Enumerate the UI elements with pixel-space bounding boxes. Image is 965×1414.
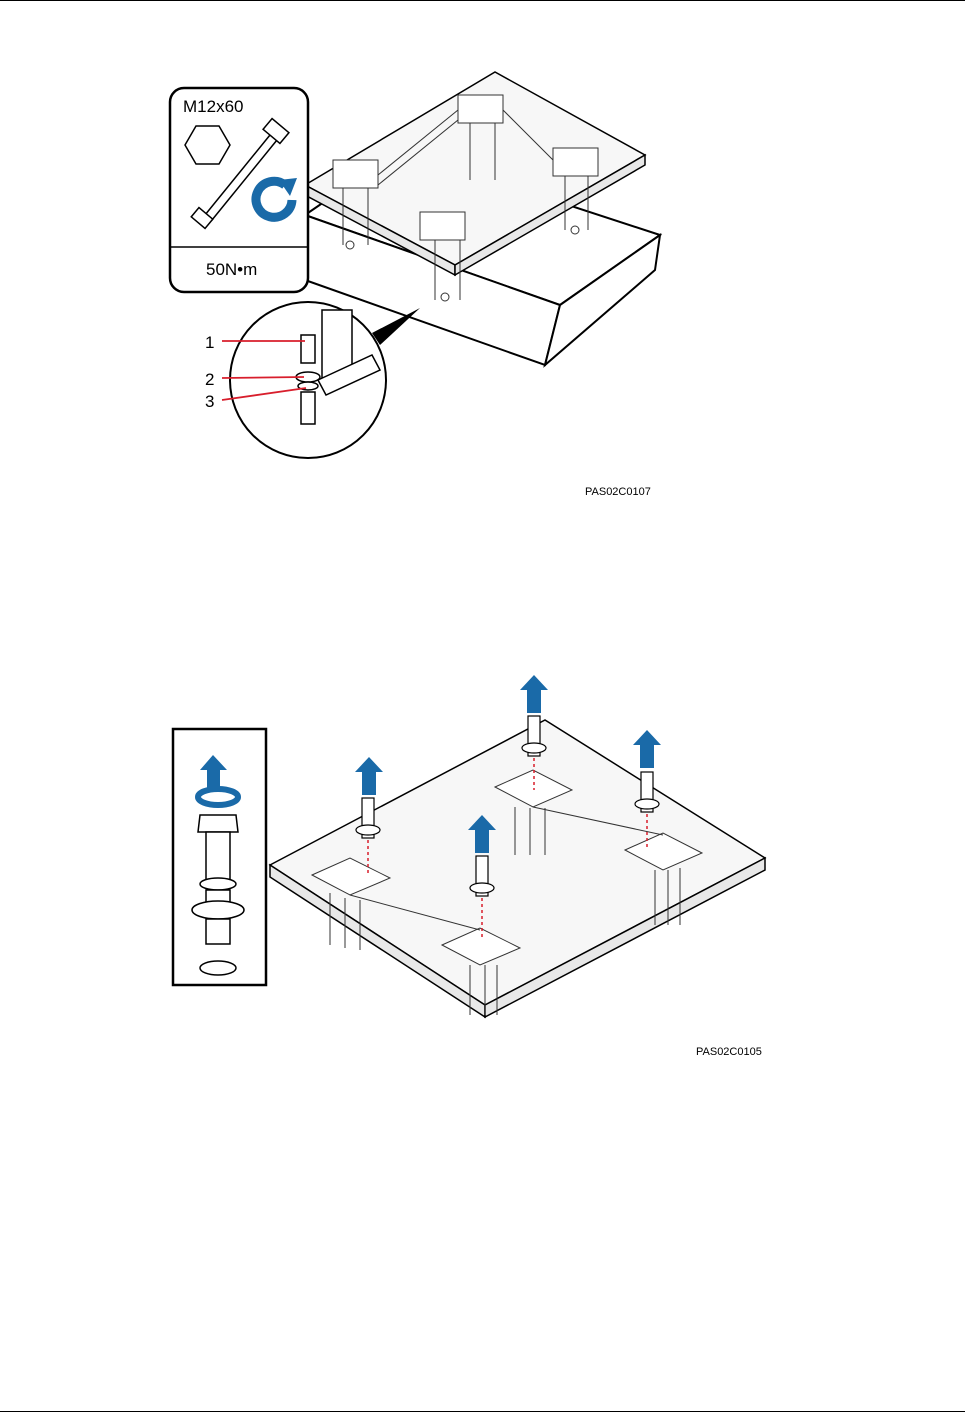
figure-1-install-base: M12x60 50N•m 1 2 3 [150, 60, 680, 480]
torque-label: 50N•m [206, 260, 257, 279]
callout-2: 2 [205, 370, 214, 389]
bolt-detail-panel [173, 729, 266, 985]
tool-panel: M12x60 50N•m [170, 88, 308, 292]
bolt-spec-label: M12x60 [183, 97, 243, 116]
footer-rule [0, 1411, 965, 1412]
figure-2-id: PAS02C0105 [696, 1046, 762, 1058]
callout-1: 1 [205, 333, 214, 352]
figure-2-remove-bolts [150, 660, 780, 1030]
zoom-detail [230, 302, 386, 458]
callout-3: 3 [205, 392, 214, 411]
header-rule [0, 0, 965, 1]
zoom-pointer [372, 308, 420, 345]
figure-1-id: PAS02C0107 [585, 486, 651, 498]
